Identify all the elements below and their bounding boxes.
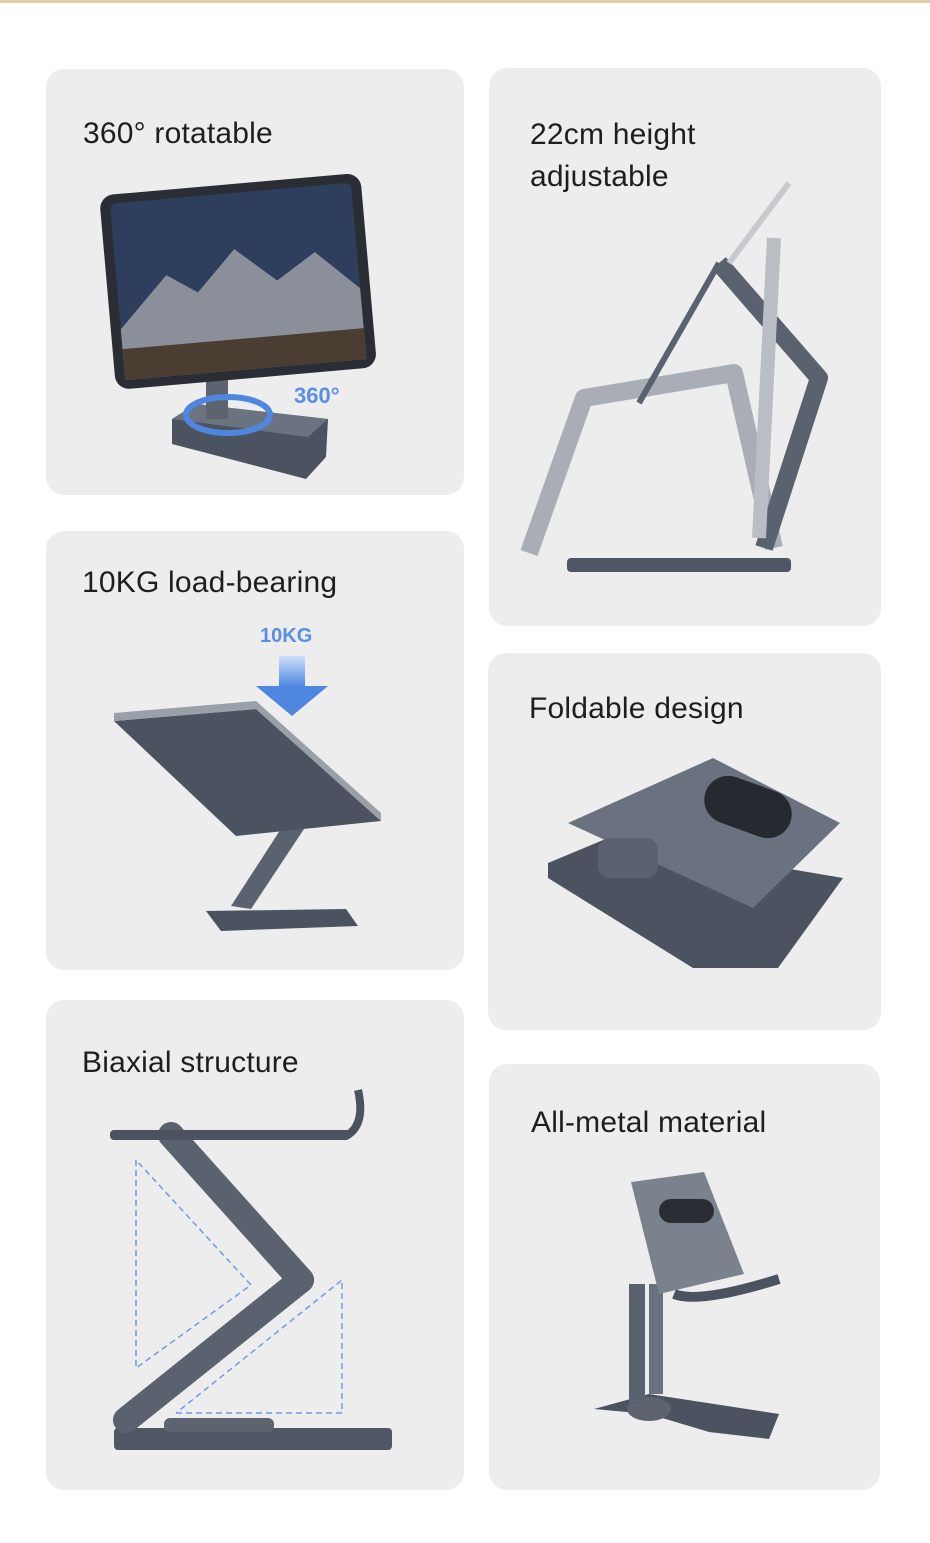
height-adjustable-illustration [520,181,828,572]
foldable-stand-illustration [548,758,843,968]
feature-card-all-metal: All-metal material [489,1064,880,1490]
all-metal-stand-illustration [594,1172,781,1439]
feature-card-load: 10KG load-bearing 10KG [46,531,464,970]
load-callout: 10KG [260,625,313,647]
feature-card-foldable: Foldable design [488,653,881,1030]
feature-title: 360° rotatable [83,117,273,150]
feature-card-height: 22cm height adjustable [489,68,881,626]
biaxial-structure-illustration [110,1089,392,1450]
rotation-callout: 360° [294,383,340,408]
feature-card-biaxial: Biaxial structure [46,1000,464,1490]
feature-title: Biaxial structure [82,1046,299,1079]
feature-card-rotatable: 360° rotatable 360° [46,69,464,495]
feature-title: All-metal material [531,1106,767,1139]
feature-title: Foldable design [529,692,744,725]
top-strip [0,0,930,3]
feature-title: 22cm height adjustable [530,118,696,193]
load-bearing-illustration [114,656,381,931]
feature-title: 10KG load-bearing [82,566,338,599]
rotatable-stand-illustration [100,173,376,479]
